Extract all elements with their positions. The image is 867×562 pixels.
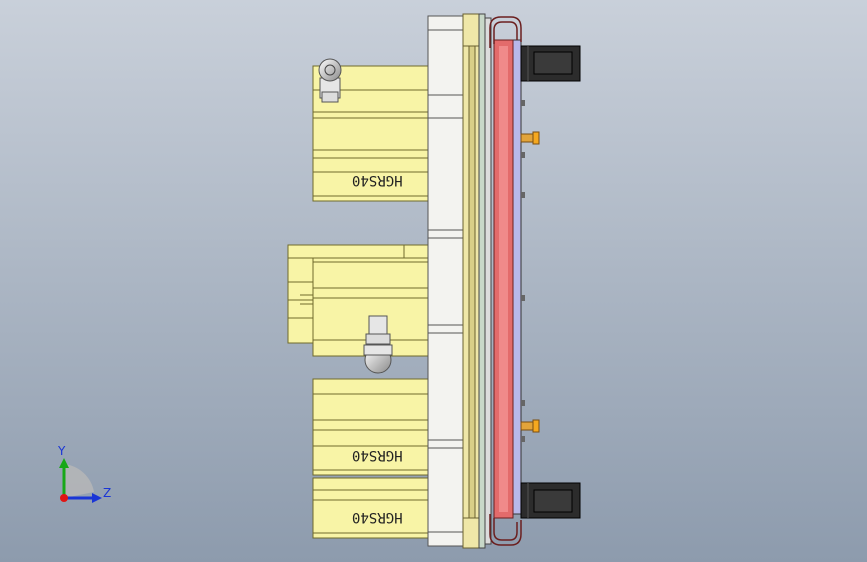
triad-z-label: Z	[103, 486, 111, 500]
screw-set	[521, 100, 525, 442]
swivel-fitting-top[interactable]	[318, 58, 342, 103]
blue-plate[interactable]	[512, 39, 522, 515]
cylinder-block-middle[interactable]	[287, 244, 429, 357]
clamp-pad-bottom[interactable]	[520, 482, 581, 519]
red-strip[interactable]	[493, 39, 514, 519]
locating-pin-bottom[interactable]	[520, 419, 540, 433]
swivel-fitting-middle[interactable]	[363, 315, 393, 374]
block-label-bot: HGRS40	[352, 509, 403, 525]
y-arrow-icon	[59, 458, 69, 468]
end-cap-top	[489, 16, 522, 48]
guide-rail[interactable]	[462, 13, 480, 549]
mounting-plate[interactable]	[427, 15, 464, 547]
end-cap-bottom	[489, 514, 522, 546]
block-label-mid: HGRS40	[352, 447, 403, 463]
z-arrow-icon	[92, 493, 102, 503]
coordinate-triad[interactable]	[59, 458, 102, 503]
x-axis-dot-icon	[60, 494, 68, 502]
cylinder-block-bottom-1[interactable]	[312, 378, 429, 476]
block-label-top: HGRS40	[352, 172, 403, 188]
thin-rail	[478, 13, 492, 549]
triad-y-label: Y	[57, 444, 66, 458]
clamp-pad-top[interactable]	[520, 45, 581, 82]
cylinder-block-bottom-2[interactable]	[312, 477, 429, 539]
locating-pin-top[interactable]	[520, 131, 540, 145]
